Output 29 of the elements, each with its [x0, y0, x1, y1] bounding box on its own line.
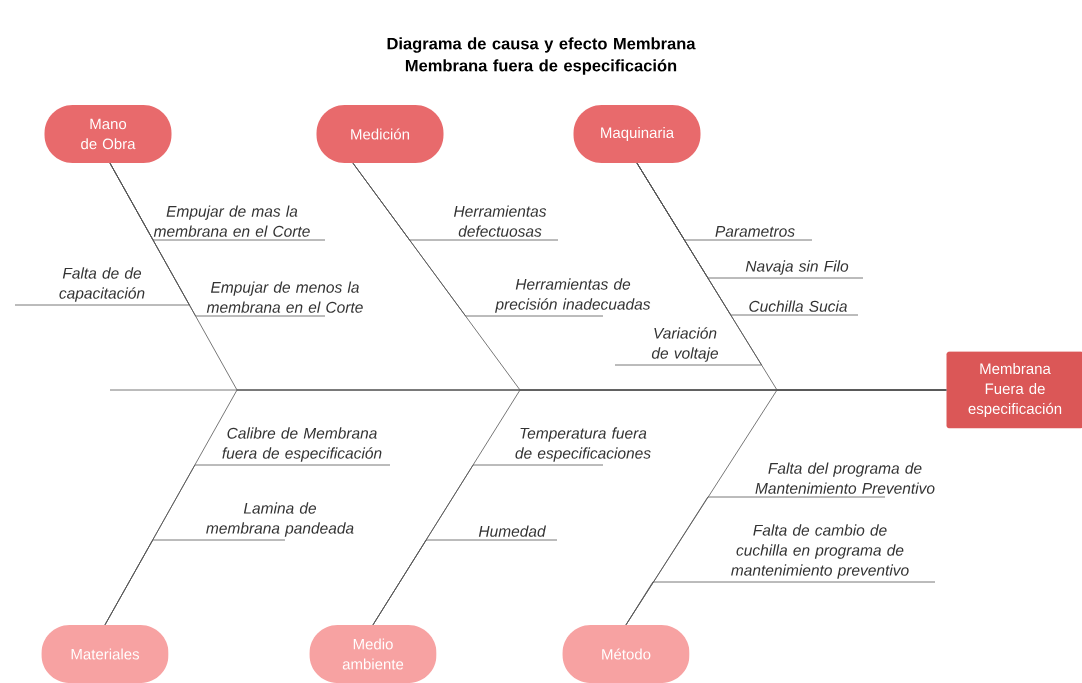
category-box: Maquinaria — [573, 105, 701, 163]
category-box: Método — [562, 625, 690, 683]
category-box: Medio ambiente — [309, 625, 437, 683]
cause-text: Falta de cambio de cuchilla en programa de mantenimiento preventivo — [731, 524, 909, 579]
cause-line — [614, 162, 762, 366]
cause-text: Herramientas defectuosas — [453, 205, 547, 237]
cause-text: Falta de de capacitación — [59, 267, 145, 302]
category-box: Materiales — [41, 625, 169, 683]
cause-text: Navaja sin Filo — [745, 260, 849, 275]
category-box: Medición — [316, 105, 444, 163]
cause-text: Empujar de menos la membrana en el Corte — [206, 281, 363, 313]
cause-text: Empujar de mas la membrana en el Corte — [153, 205, 310, 237]
cause-text: Humedad — [478, 525, 546, 537]
cause-text: Calibre de Membrana fuera de especificación — [222, 427, 382, 462]
title: Diagrama de causa y efecto Membrana Membrana fuera de especificación — [387, 37, 696, 75]
cause-line — [104, 539, 286, 626]
effect-box: Membrana Fuera de especificación — [946, 351, 1082, 429]
cause-line — [109, 162, 326, 317]
cause-text: Parametros — [715, 226, 795, 237]
cause-text: Herramientas de precisión inadecuadas — [495, 278, 651, 313]
cause-text: Lamina de membrana pandeada — [206, 502, 354, 537]
cause-text: Temperatura fuera de especificaciones — [515, 427, 651, 462]
cause-line — [352, 162, 604, 317]
cause-text: Cuchilla Sucia — [749, 300, 847, 312]
cause-text: Variación de voltaje — [651, 327, 718, 362]
cause-line — [372, 539, 558, 626]
cause-text: Falta del programa de Mantenimiento Preventivo — [755, 462, 935, 494]
category-box: Mano de Obra — [44, 105, 172, 163]
cause-line — [625, 581, 936, 626]
